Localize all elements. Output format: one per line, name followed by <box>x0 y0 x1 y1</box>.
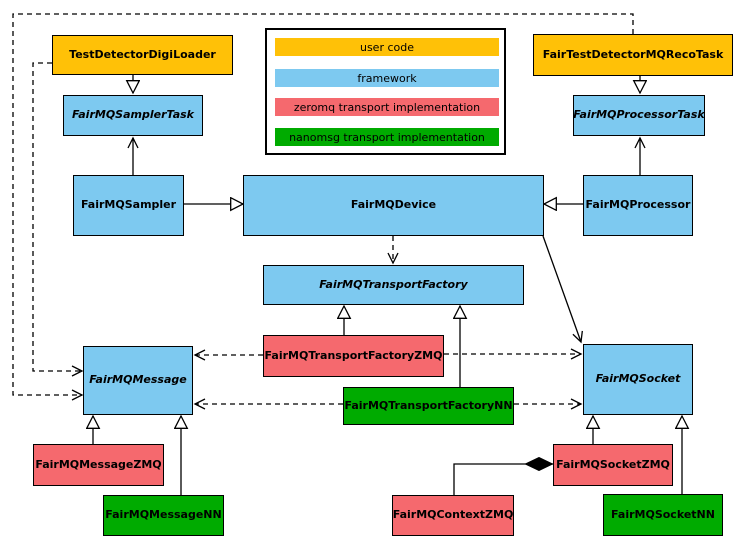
node-fairmqmessagenn: FairMQMessageNN <box>103 495 224 536</box>
edge-socketzmq-owns-contextzmq <box>453 464 553 495</box>
legend-item-user-code: user code <box>275 38 499 56</box>
edge-recotask-uses-message <box>12 13 634 401</box>
node-fairmqtransportfactorynn: FairMQTransportFactoryNN <box>343 387 514 425</box>
edge-device-to-socket <box>542 235 583 344</box>
legend: user code framework zeromq transport imp… <box>265 28 506 155</box>
node-fairmqsocketzmq: FairMQSocketZMQ <box>553 444 673 486</box>
node-fairmqsamplertask: FairMQSamplerTask <box>63 95 203 136</box>
node-fairmqmessage: FairMQMessage <box>83 346 193 415</box>
node-fairtestdetectormqrecotask: FairTestDetectorMQRecoTask <box>533 34 733 76</box>
node-fairmqtransportfactoryzmq: FairMQTransportFactoryZMQ <box>263 335 444 377</box>
node-testdetectordigiloader: TestDetectorDigiLoader <box>52 35 233 75</box>
legend-item-framework: framework <box>275 69 499 87</box>
node-fairmqsocketnn: FairMQSocketNN <box>603 494 723 536</box>
node-fairmqprocessor: FairMQProcessor <box>583 175 693 236</box>
edge-digiloader-uses-message <box>32 62 84 377</box>
node-fairmqtransportfactory: FairMQTransportFactory <box>263 265 524 305</box>
node-fairmqprocessortask: FairMQProcessorTask <box>573 95 705 136</box>
legend-item-zeromq: zeromq transport implementation <box>275 98 499 116</box>
node-fairmqdevice: FairMQDevice <box>243 175 544 236</box>
node-fairmqcontextzmq: FairMQContextZMQ <box>392 495 514 536</box>
node-fairmqsampler: FairMQSampler <box>73 175 184 236</box>
node-fairmqsocket: FairMQSocket <box>583 344 693 415</box>
legend-item-nanomsg: nanomsg transport implementation <box>275 128 499 146</box>
node-fairmqmessagezmq: FairMQMessageZMQ <box>33 444 164 486</box>
